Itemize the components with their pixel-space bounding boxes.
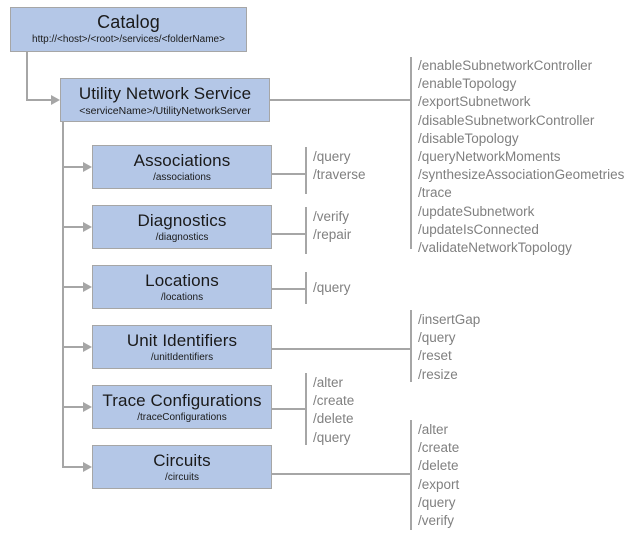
node-trace-configurations-title: Trace Configurations bbox=[102, 390, 262, 410]
operation-item: /create bbox=[418, 440, 460, 456]
connector-catalog-right bbox=[26, 99, 51, 101]
oplist-locations: /query bbox=[313, 279, 351, 297]
node-circuits-title: Circuits bbox=[153, 450, 211, 470]
operation-item: /repair bbox=[313, 227, 352, 243]
connector-branch-unit-identifiers bbox=[62, 346, 83, 348]
connector-circuits-to-ops bbox=[272, 473, 410, 475]
arrow-to-associations bbox=[83, 162, 92, 172]
node-diagnostics-path: /diagnostics bbox=[155, 231, 209, 243]
operation-item: /updateSubnetwork bbox=[418, 203, 535, 219]
node-diagnostics[interactable]: Diagnostics /diagnostics bbox=[92, 205, 272, 249]
operation-item: /query bbox=[313, 149, 351, 164]
operation-item: /alter bbox=[313, 375, 344, 390]
node-locations-path: /locations bbox=[160, 291, 204, 303]
oplist-diagnostics: /verify /repair bbox=[313, 208, 351, 244]
operation-item: /synthesizeAssociationGeometries bbox=[418, 167, 625, 183]
node-unit-identifiers-title: Unit Identifiers bbox=[126, 330, 238, 350]
node-locations[interactable]: Locations /locations bbox=[92, 265, 272, 309]
node-utility-network-service[interactable]: Utility Network Service <serviceName>/Ut… bbox=[60, 78, 270, 122]
connector-unit-identifiers-to-ops bbox=[272, 348, 410, 350]
operation-item: /traverse bbox=[313, 167, 366, 183]
operation-item: /delete bbox=[418, 458, 459, 474]
arrow-to-circuits bbox=[83, 462, 92, 472]
connector-branch-circuits bbox=[62, 466, 83, 468]
node-catalog[interactable]: Catalog http://<host>/<root>/services/<f… bbox=[10, 7, 247, 52]
operation-item: /updateIsConnected bbox=[418, 221, 539, 237]
connector-diagnostics-to-ops bbox=[272, 233, 305, 235]
oplist-associations: /query /traverse bbox=[313, 148, 366, 184]
node-trace-configurations[interactable]: Trace Configurations /traceConfiguration… bbox=[92, 385, 272, 429]
operation-item: /query bbox=[313, 429, 351, 445]
connector-service-to-ops bbox=[270, 99, 410, 101]
opbar-locations bbox=[305, 272, 307, 304]
connector-branch-diagnostics bbox=[62, 226, 83, 228]
node-associations-title: Associations bbox=[133, 150, 231, 170]
opbar-circuits bbox=[410, 420, 412, 530]
arrow-catalog-to-service bbox=[51, 95, 60, 105]
oplist-trace-configurations: /alter /create /delete /query bbox=[313, 374, 354, 447]
node-catalog-path: http://<host>/<root>/services/<folderNam… bbox=[32, 34, 225, 45]
operation-item: /reset bbox=[418, 348, 452, 364]
connector-trace-configurations-to-ops bbox=[272, 408, 305, 410]
connector-branch-trace-configurations bbox=[62, 406, 83, 408]
operation-item: /exportSubnetwork bbox=[418, 94, 531, 110]
operation-item: /enableTopology bbox=[418, 76, 517, 92]
arrow-to-unit-identifiers bbox=[83, 342, 92, 352]
connector-catalog-down bbox=[26, 52, 28, 100]
opbar-service bbox=[410, 57, 412, 249]
node-service-path: <serviceName>/UtilityNetworkServer bbox=[79, 104, 251, 117]
operation-item: /query bbox=[418, 494, 456, 510]
operation-item: /query bbox=[418, 330, 456, 346]
connector-branch-associations bbox=[62, 166, 83, 168]
operation-item: /validateNetworkTopology bbox=[418, 240, 572, 256]
node-diagnostics-title: Diagnostics bbox=[137, 210, 227, 230]
node-unit-identifiers[interactable]: Unit Identifiers /unitIdentifiers bbox=[92, 325, 272, 369]
arrow-to-diagnostics bbox=[83, 222, 92, 232]
node-circuits-path: /circuits bbox=[165, 471, 199, 483]
oplist-circuits: /alter /create /delete /export /query /v… bbox=[418, 421, 459, 530]
node-catalog-title: Catalog bbox=[97, 12, 160, 32]
node-service-title: Utility Network Service bbox=[78, 83, 252, 103]
connector-branch-locations bbox=[62, 286, 83, 288]
node-circuits[interactable]: Circuits /circuits bbox=[92, 445, 272, 489]
operation-item: /export bbox=[418, 476, 460, 492]
opbar-unit-identifiers bbox=[410, 310, 412, 382]
node-unit-identifiers-path: /unitIdentifiers bbox=[150, 351, 214, 363]
operation-item: /alter bbox=[418, 422, 449, 437]
opbar-associations bbox=[305, 147, 307, 194]
node-trace-configurations-path: /traceConfigurations bbox=[137, 411, 227, 423]
arrow-to-locations bbox=[83, 282, 92, 292]
arrow-to-trace-configurations bbox=[83, 402, 92, 412]
opbar-diagnostics bbox=[305, 207, 307, 254]
node-locations-title: Locations bbox=[145, 270, 219, 290]
opbar-trace-configurations bbox=[305, 373, 307, 445]
operation-item: /verify bbox=[313, 209, 350, 224]
operation-item: /query bbox=[313, 280, 351, 295]
node-associations[interactable]: Associations /associations bbox=[92, 145, 272, 189]
operation-item: /create bbox=[313, 393, 355, 409]
connector-associations-to-ops bbox=[272, 173, 305, 175]
oplist-unit-identifiers: /insertGap /query /reset /resize bbox=[418, 311, 480, 384]
operation-item: /disableTopology bbox=[418, 130, 519, 146]
operation-item: /trace bbox=[418, 185, 452, 201]
operation-item: /delete bbox=[313, 411, 354, 427]
operation-item: /disableSubnetworkController bbox=[418, 112, 595, 128]
operation-item: /enableSubnetworkController bbox=[418, 58, 593, 73]
connector-locations-to-ops bbox=[272, 288, 305, 290]
operation-item: /resize bbox=[418, 366, 458, 382]
oplist-service: /enableSubnetworkController /enableTopol… bbox=[418, 57, 624, 257]
operation-item: /queryNetworkMoments bbox=[418, 149, 561, 165]
node-associations-path: /associations bbox=[153, 171, 211, 183]
operation-item: /insertGap bbox=[418, 312, 481, 327]
operation-item: /verify bbox=[418, 513, 455, 529]
connector-service-trunk bbox=[62, 122, 64, 467]
